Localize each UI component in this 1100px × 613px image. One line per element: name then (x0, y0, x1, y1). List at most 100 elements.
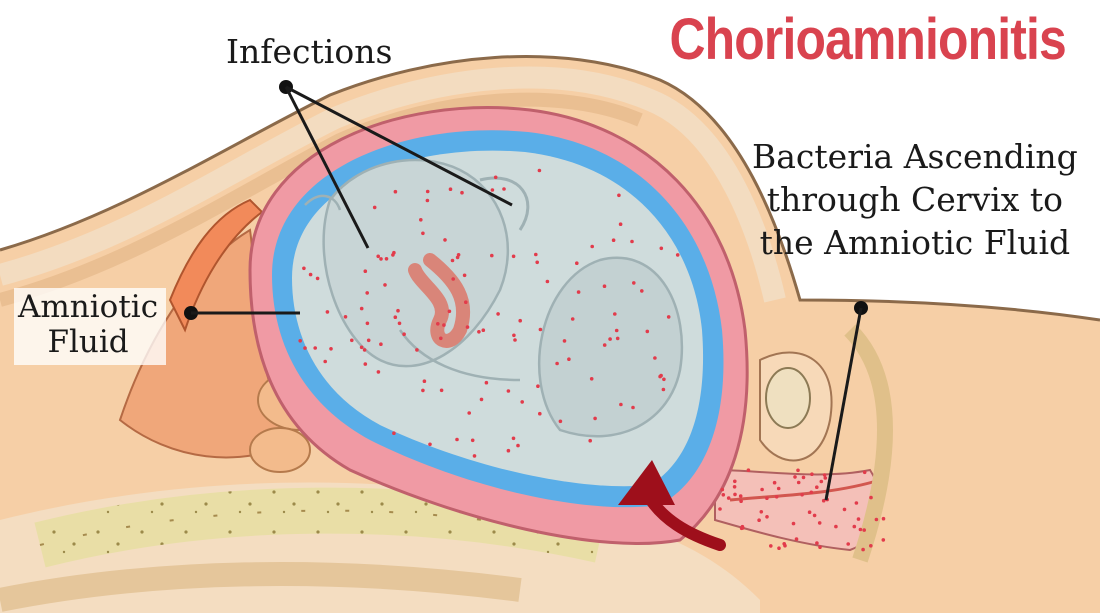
infection-dot (449, 187, 453, 191)
infection-dot (875, 518, 879, 522)
label-amniotic-fluid-line-1: Amniotic (18, 290, 158, 325)
infection-dot (741, 525, 745, 529)
infection-dot (608, 337, 612, 341)
infection-dot (360, 307, 364, 311)
infection-dot (859, 528, 863, 532)
infection-dot (512, 254, 516, 258)
infection-dot (496, 312, 500, 316)
infection-dot (810, 491, 814, 495)
infection-dot (571, 317, 575, 321)
infection-dot (394, 315, 398, 319)
infection-dot (619, 403, 623, 407)
infection-dot (313, 346, 317, 350)
infection-dot (491, 188, 495, 192)
infection-dot (385, 257, 389, 261)
infection-dot (448, 310, 452, 314)
infection-dot (619, 222, 623, 226)
infection-dot (660, 247, 664, 251)
infection-dot (760, 510, 764, 514)
infection-dot (834, 525, 838, 529)
infection-dot (815, 485, 819, 489)
infection-dot (423, 379, 427, 383)
infection-dot (364, 362, 368, 366)
infection-dot (640, 289, 644, 293)
infection-dot (615, 329, 619, 333)
infection-dot (477, 330, 481, 334)
infection-dot (323, 360, 327, 364)
infection-dot (428, 443, 432, 447)
infection-dot (421, 389, 425, 393)
infection-dot (662, 388, 666, 392)
infection-dot (466, 325, 470, 329)
infection-dot (617, 194, 621, 198)
infection-dot (575, 261, 579, 265)
infection-dot (302, 267, 306, 271)
infection-dot (603, 343, 607, 347)
infection-dot (869, 496, 873, 500)
infection-dot (436, 322, 440, 326)
infection-dot (861, 548, 865, 552)
infection-dot (777, 546, 781, 550)
infection-dot (797, 481, 801, 485)
infection-dot (567, 357, 571, 361)
infection-dot (747, 468, 751, 472)
infection-dot (765, 496, 769, 500)
infection-dot (555, 362, 559, 366)
infection-dot (882, 517, 886, 521)
infection-dot (733, 480, 737, 484)
infection-dot (616, 337, 620, 341)
infection-dot (518, 319, 522, 323)
infection-dot (439, 337, 443, 341)
infection-dot (473, 454, 477, 458)
label-bacteria-line-2: through Cervix to (752, 179, 1078, 222)
infection-dot (485, 381, 489, 385)
infection-dot (419, 218, 423, 222)
infection-dot (773, 481, 777, 485)
infection-dot (538, 169, 542, 173)
infection-dot (796, 469, 800, 473)
label-bacteria-ascending: Bacteria Ascending through Cervix to the… (752, 136, 1078, 265)
infection-dot (646, 330, 650, 334)
label-infections: Infections (226, 34, 392, 71)
infection-dot (631, 406, 635, 410)
infection-dot (520, 400, 524, 404)
infection-dot (727, 496, 731, 500)
infection-dot (394, 190, 398, 194)
infection-dot (391, 253, 395, 257)
infection-dot (538, 412, 542, 416)
infection-dot (471, 439, 475, 443)
infection-dot (451, 259, 455, 263)
diagram-title: Chorioamnionitis (670, 6, 1066, 73)
infection-dot (563, 339, 567, 343)
infection-dot (536, 384, 540, 388)
infection-dot (800, 493, 804, 497)
infection-dot (739, 494, 743, 498)
infection-dot (813, 514, 817, 518)
infection-dot (535, 261, 539, 265)
infection-dot (632, 281, 636, 285)
label-amniotic-fluid: Amniotic Fluid (14, 288, 166, 365)
label-amniotic-fluid-line-2: Fluid (18, 325, 158, 360)
infection-dot (379, 257, 383, 261)
infection-dot (818, 545, 822, 549)
infection-dot (588, 439, 592, 443)
infection-dot (516, 444, 520, 448)
infection-dot (316, 277, 320, 281)
label-bacteria-line-1: Bacteria Ascending (752, 136, 1078, 179)
infection-dot (613, 312, 617, 316)
infection-dot (383, 283, 387, 287)
infection-dot (426, 190, 430, 194)
infection-dot (810, 472, 814, 476)
infection-dot (513, 338, 517, 342)
infection-dot (820, 480, 824, 484)
infection-dot (392, 431, 396, 435)
infection-dot (769, 544, 773, 548)
infection-dot (298, 339, 302, 343)
infection-dot (823, 473, 827, 477)
infection-dot (739, 499, 743, 503)
infection-dot (455, 438, 459, 442)
infection-dot (659, 374, 663, 378)
infection-dot (630, 240, 634, 244)
infection-dot (760, 488, 764, 492)
infection-dot (824, 476, 828, 480)
